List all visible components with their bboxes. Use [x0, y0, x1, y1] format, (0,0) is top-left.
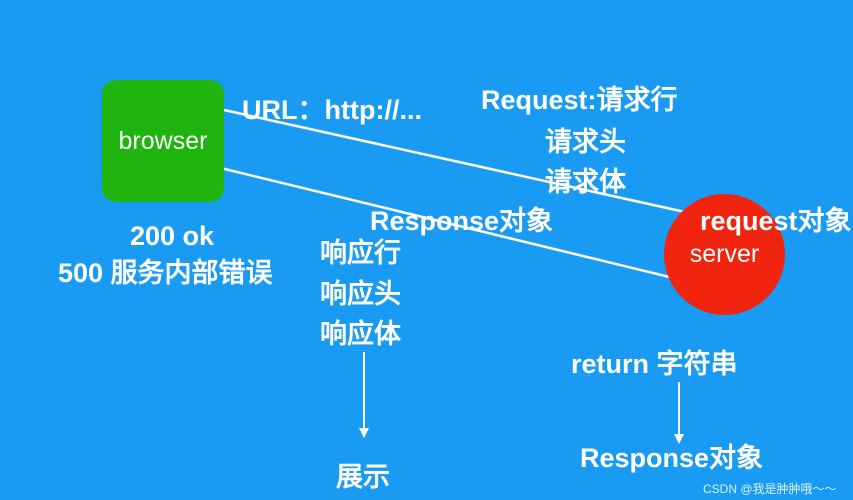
request-line-label: Request:请求行 — [481, 85, 678, 115]
url-label: URL：http://... — [242, 95, 422, 125]
server-label: server — [689, 240, 760, 268]
display-label: 展示 — [336, 462, 390, 492]
response-line-label: 响应行 — [320, 238, 401, 268]
request-arrow — [223, 108, 714, 222]
response-body-label: 响应体 — [320, 319, 401, 349]
browser-node: browser — [102, 80, 224, 202]
response-object-label: Response对象 — [370, 206, 554, 236]
response-arrow — [198, 160, 691, 284]
server-node: server — [664, 194, 785, 315]
browser-label: browser — [118, 126, 208, 155]
request-head-label: 请求头 — [545, 127, 626, 157]
response-head-label: 响应头 — [320, 279, 401, 309]
request-body-label: 请求体 — [545, 167, 626, 197]
return-string-label: return 字符串 — [571, 349, 738, 379]
status-error-label: 500 服务内部错误 — [58, 258, 273, 288]
response-object-bottom-label: Response对象 — [580, 443, 764, 473]
watermark: CSDN @我是肿肿哦～～ — [703, 482, 837, 496]
request-object-label: request对象 — [700, 206, 852, 236]
status-ok-label: 200 ok — [130, 221, 215, 251]
